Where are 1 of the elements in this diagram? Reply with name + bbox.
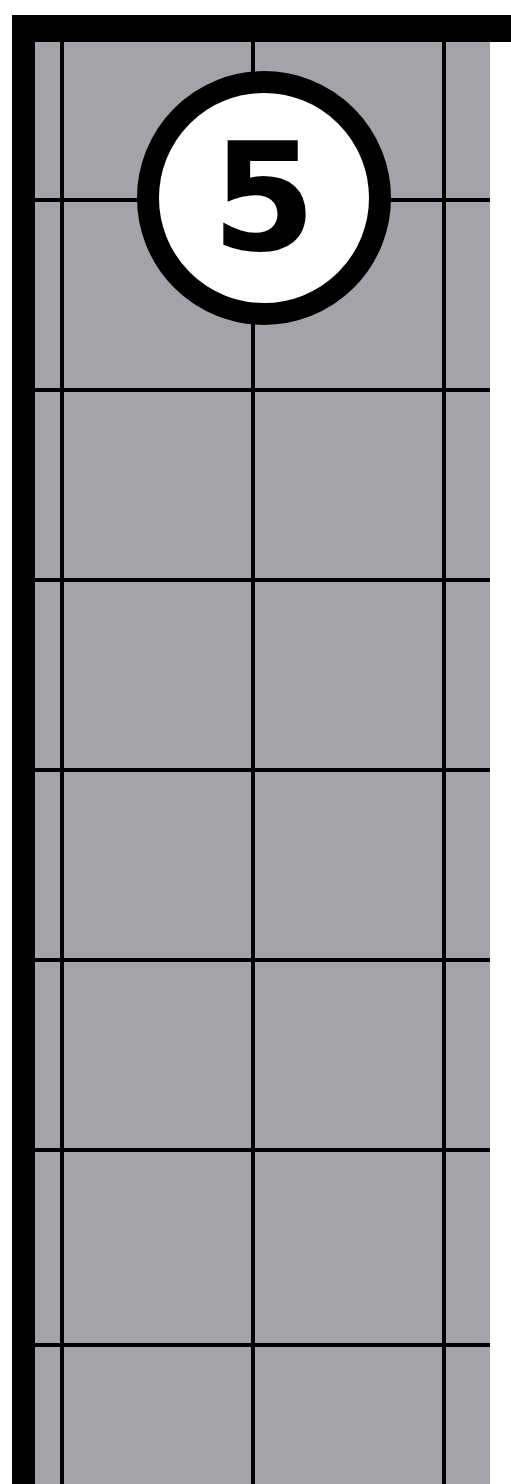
step-number: 5 <box>211 123 317 273</box>
